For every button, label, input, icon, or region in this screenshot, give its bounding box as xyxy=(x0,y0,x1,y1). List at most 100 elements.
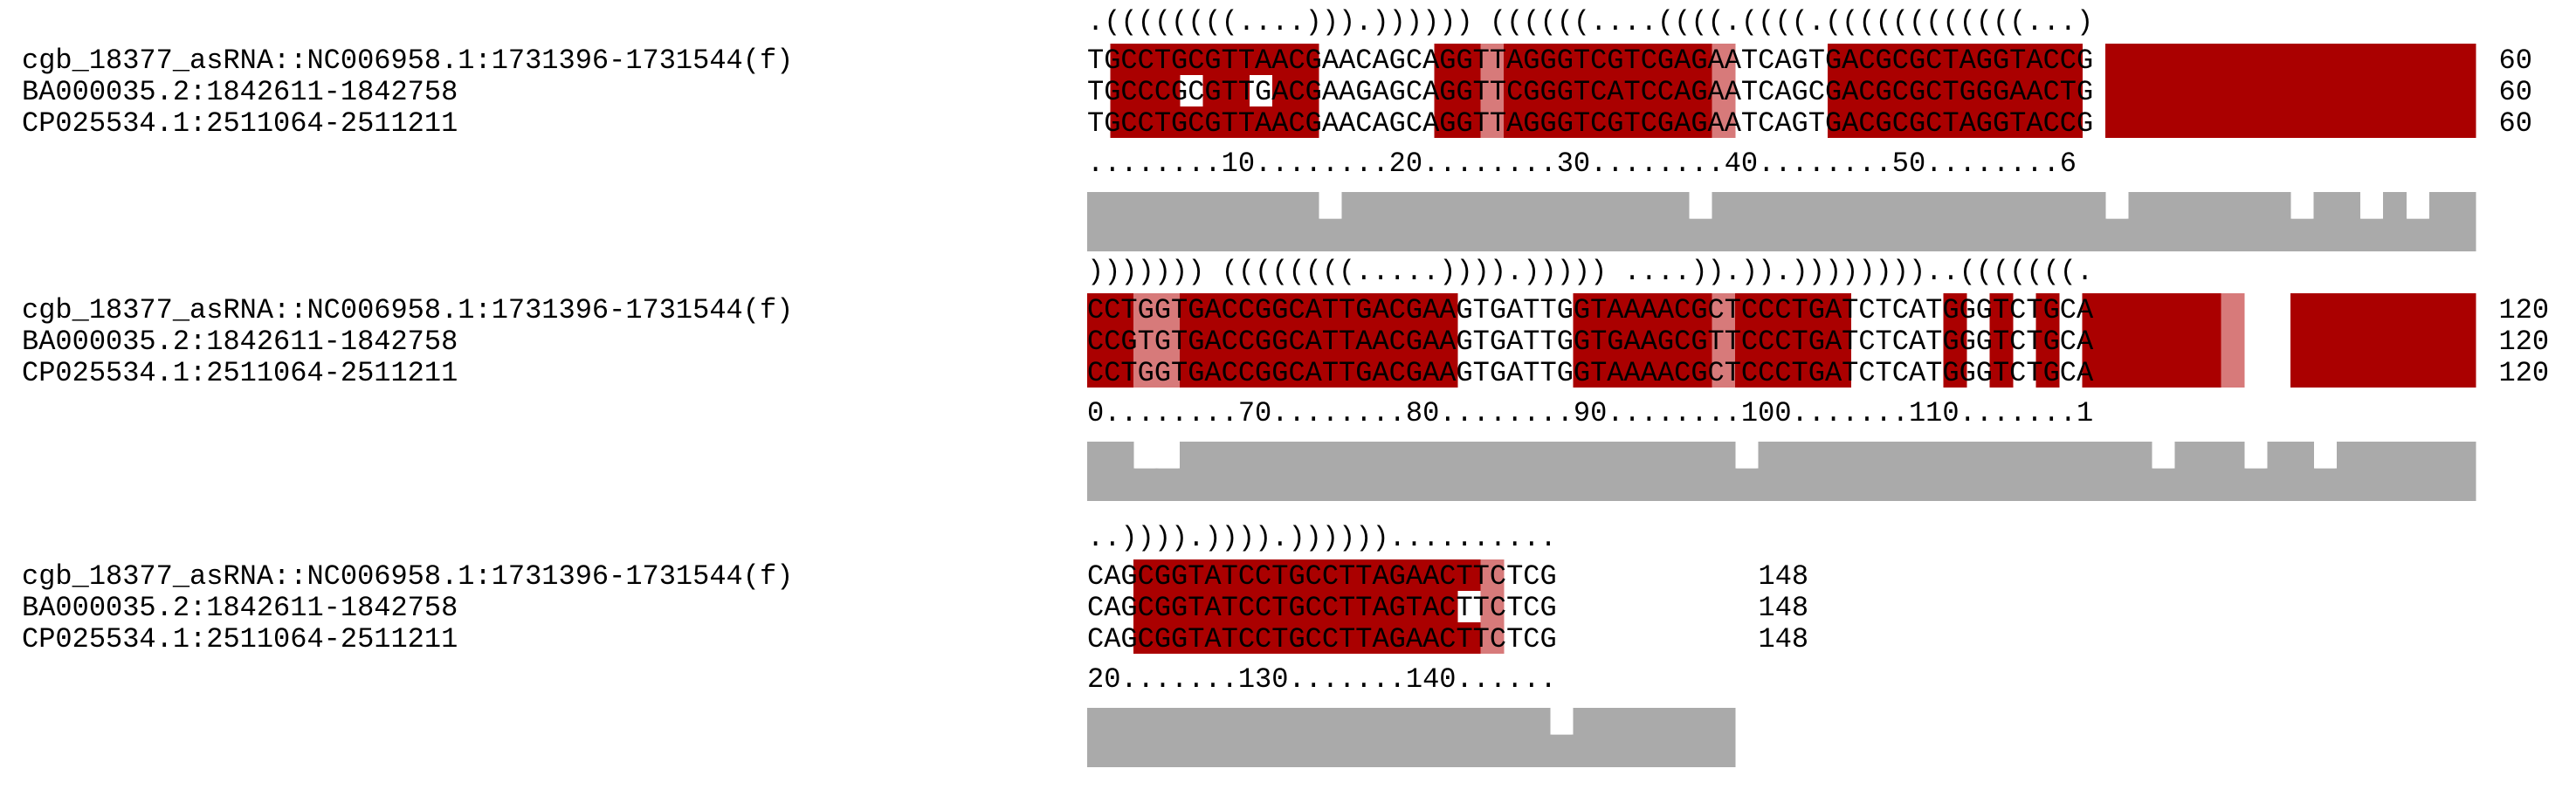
conserved-cell xyxy=(1596,293,1620,325)
conserved-cell xyxy=(1989,106,2014,138)
conserved-cell xyxy=(1295,44,1319,75)
conserved-cell xyxy=(1596,106,1620,138)
conservation-bar xyxy=(2267,192,2291,251)
conservation-bar xyxy=(2035,442,2060,501)
conserved-cell xyxy=(1180,591,1203,622)
conservation-bar xyxy=(1480,192,1505,251)
conserved-cell xyxy=(2105,75,2129,106)
conserved-cell xyxy=(1804,325,1829,356)
conservation-bar xyxy=(1966,442,1990,501)
conserved-cell xyxy=(2452,293,2476,325)
conserved-cell xyxy=(1226,591,1250,622)
conserved-cell xyxy=(2452,325,2476,356)
conserved-cell xyxy=(1180,293,1203,325)
conserved-cell xyxy=(1133,356,1157,388)
conserved-cell xyxy=(1457,559,1481,591)
conserved-cell xyxy=(1180,559,1203,591)
conserved-cell xyxy=(1480,559,1505,591)
conserved-cell xyxy=(1180,622,1203,654)
conserved-cell xyxy=(1643,356,1666,388)
conservation-bar xyxy=(1897,442,1921,501)
conserved-cell xyxy=(1272,75,1296,106)
conserved-cell xyxy=(1874,44,1898,75)
conserved-cell xyxy=(1249,622,1273,654)
conserved-cell xyxy=(2082,325,2106,356)
sequence-text: CCTGGTGACCGGCATTGACGAAGTGATTGGTAAAACGCTC… xyxy=(1087,357,2094,389)
conservation-bar xyxy=(1180,708,1203,767)
conserved-cell xyxy=(1573,356,1597,388)
conserved-cell xyxy=(1341,559,1366,591)
conservation-bar xyxy=(1735,468,1759,501)
conserved-cell xyxy=(2221,106,2245,138)
conserved-cell xyxy=(1365,325,1388,356)
conservation-bar xyxy=(1388,442,1412,501)
conservation-gap xyxy=(2407,192,2428,219)
conservation-bar xyxy=(2267,442,2291,501)
conservation-bar xyxy=(1504,442,1527,501)
conserved-cell xyxy=(1665,325,1690,356)
conserved-cell xyxy=(1226,559,1250,591)
conserved-cell xyxy=(2035,356,2060,388)
conservation-bar xyxy=(1457,192,1481,251)
conserved-cell xyxy=(1689,106,1712,138)
conservation-bar xyxy=(1758,192,1782,251)
conservation-bar xyxy=(1619,192,1643,251)
conservation-bar xyxy=(1781,442,1805,501)
conserved-cell xyxy=(2221,293,2245,325)
conserved-cell xyxy=(1689,75,1712,106)
conservation-bar xyxy=(1341,192,1366,251)
conserved-cell xyxy=(2359,44,2384,75)
conserved-cell xyxy=(1087,356,1111,388)
conserved-cell xyxy=(1411,559,1435,591)
conservation-bar xyxy=(2174,442,2199,501)
conserved-cell xyxy=(1526,106,1551,138)
conservation-bar xyxy=(1341,708,1366,767)
conserved-cell xyxy=(1272,106,1296,138)
alignment-block: ))))))) ((((((((.....)))).))))) ....)).)… xyxy=(22,256,2549,501)
conserved-cell xyxy=(1365,293,1388,325)
conservation-bar xyxy=(2013,442,2036,501)
conserved-cell xyxy=(2452,356,2476,388)
conserved-cell xyxy=(2152,325,2175,356)
conservation-bar xyxy=(1850,442,1875,501)
conserved-cell xyxy=(1226,106,1250,138)
position-ruler: 0........70........80........90........1… xyxy=(1087,397,2093,429)
conservation-bar xyxy=(1573,192,1597,251)
conservation-bar xyxy=(2337,442,2360,501)
conserved-cell xyxy=(1550,44,1574,75)
conserved-cell xyxy=(2452,44,2476,75)
conserved-cell xyxy=(1897,106,1921,138)
conserved-cell xyxy=(1411,293,1435,325)
conserved-cell xyxy=(1457,44,1481,75)
conserved-cell xyxy=(2244,106,2268,138)
sequence-name: cgb_18377_asRNA::NC006958.1:1731396-1731… xyxy=(22,45,793,77)
conserved-cell xyxy=(1712,356,1736,388)
conserved-cell xyxy=(2429,75,2453,106)
conservation-bar xyxy=(1619,708,1643,767)
conserved-cell xyxy=(1504,75,1527,106)
sequence-name: cgb_18377_asRNA::NC006958.1:1731396-1731… xyxy=(22,294,793,326)
conservation-bar xyxy=(1712,442,1736,501)
conserved-cell xyxy=(1897,75,1921,106)
conservation-bar xyxy=(2198,442,2221,501)
conserved-cell xyxy=(2359,106,2384,138)
conservation-bar xyxy=(1110,442,1134,501)
conserved-cell xyxy=(1319,622,1342,654)
conserved-cell xyxy=(1156,622,1181,654)
conserved-cell xyxy=(1110,44,1134,75)
conserved-cell xyxy=(1943,106,1967,138)
conserved-cell xyxy=(1712,75,1736,106)
sequence-text: TGCCTGCGTTAACGAACAGCAGGTTAGGGTCGTCGAGAAT… xyxy=(1087,45,2093,77)
conserved-cell xyxy=(1272,622,1296,654)
conserved-cell xyxy=(1295,293,1319,325)
conserved-cell xyxy=(1966,44,1990,75)
conserved-cell xyxy=(2290,75,2314,106)
conserved-cell xyxy=(2267,106,2291,138)
conservation-bar xyxy=(2429,442,2453,501)
conserved-cell xyxy=(2082,356,2106,388)
conservation-bar xyxy=(1643,708,1666,767)
conserved-cell xyxy=(1619,106,1643,138)
conserved-cell xyxy=(1989,44,2014,75)
conserved-cell xyxy=(1550,106,1574,138)
conserved-cell xyxy=(1434,559,1458,591)
